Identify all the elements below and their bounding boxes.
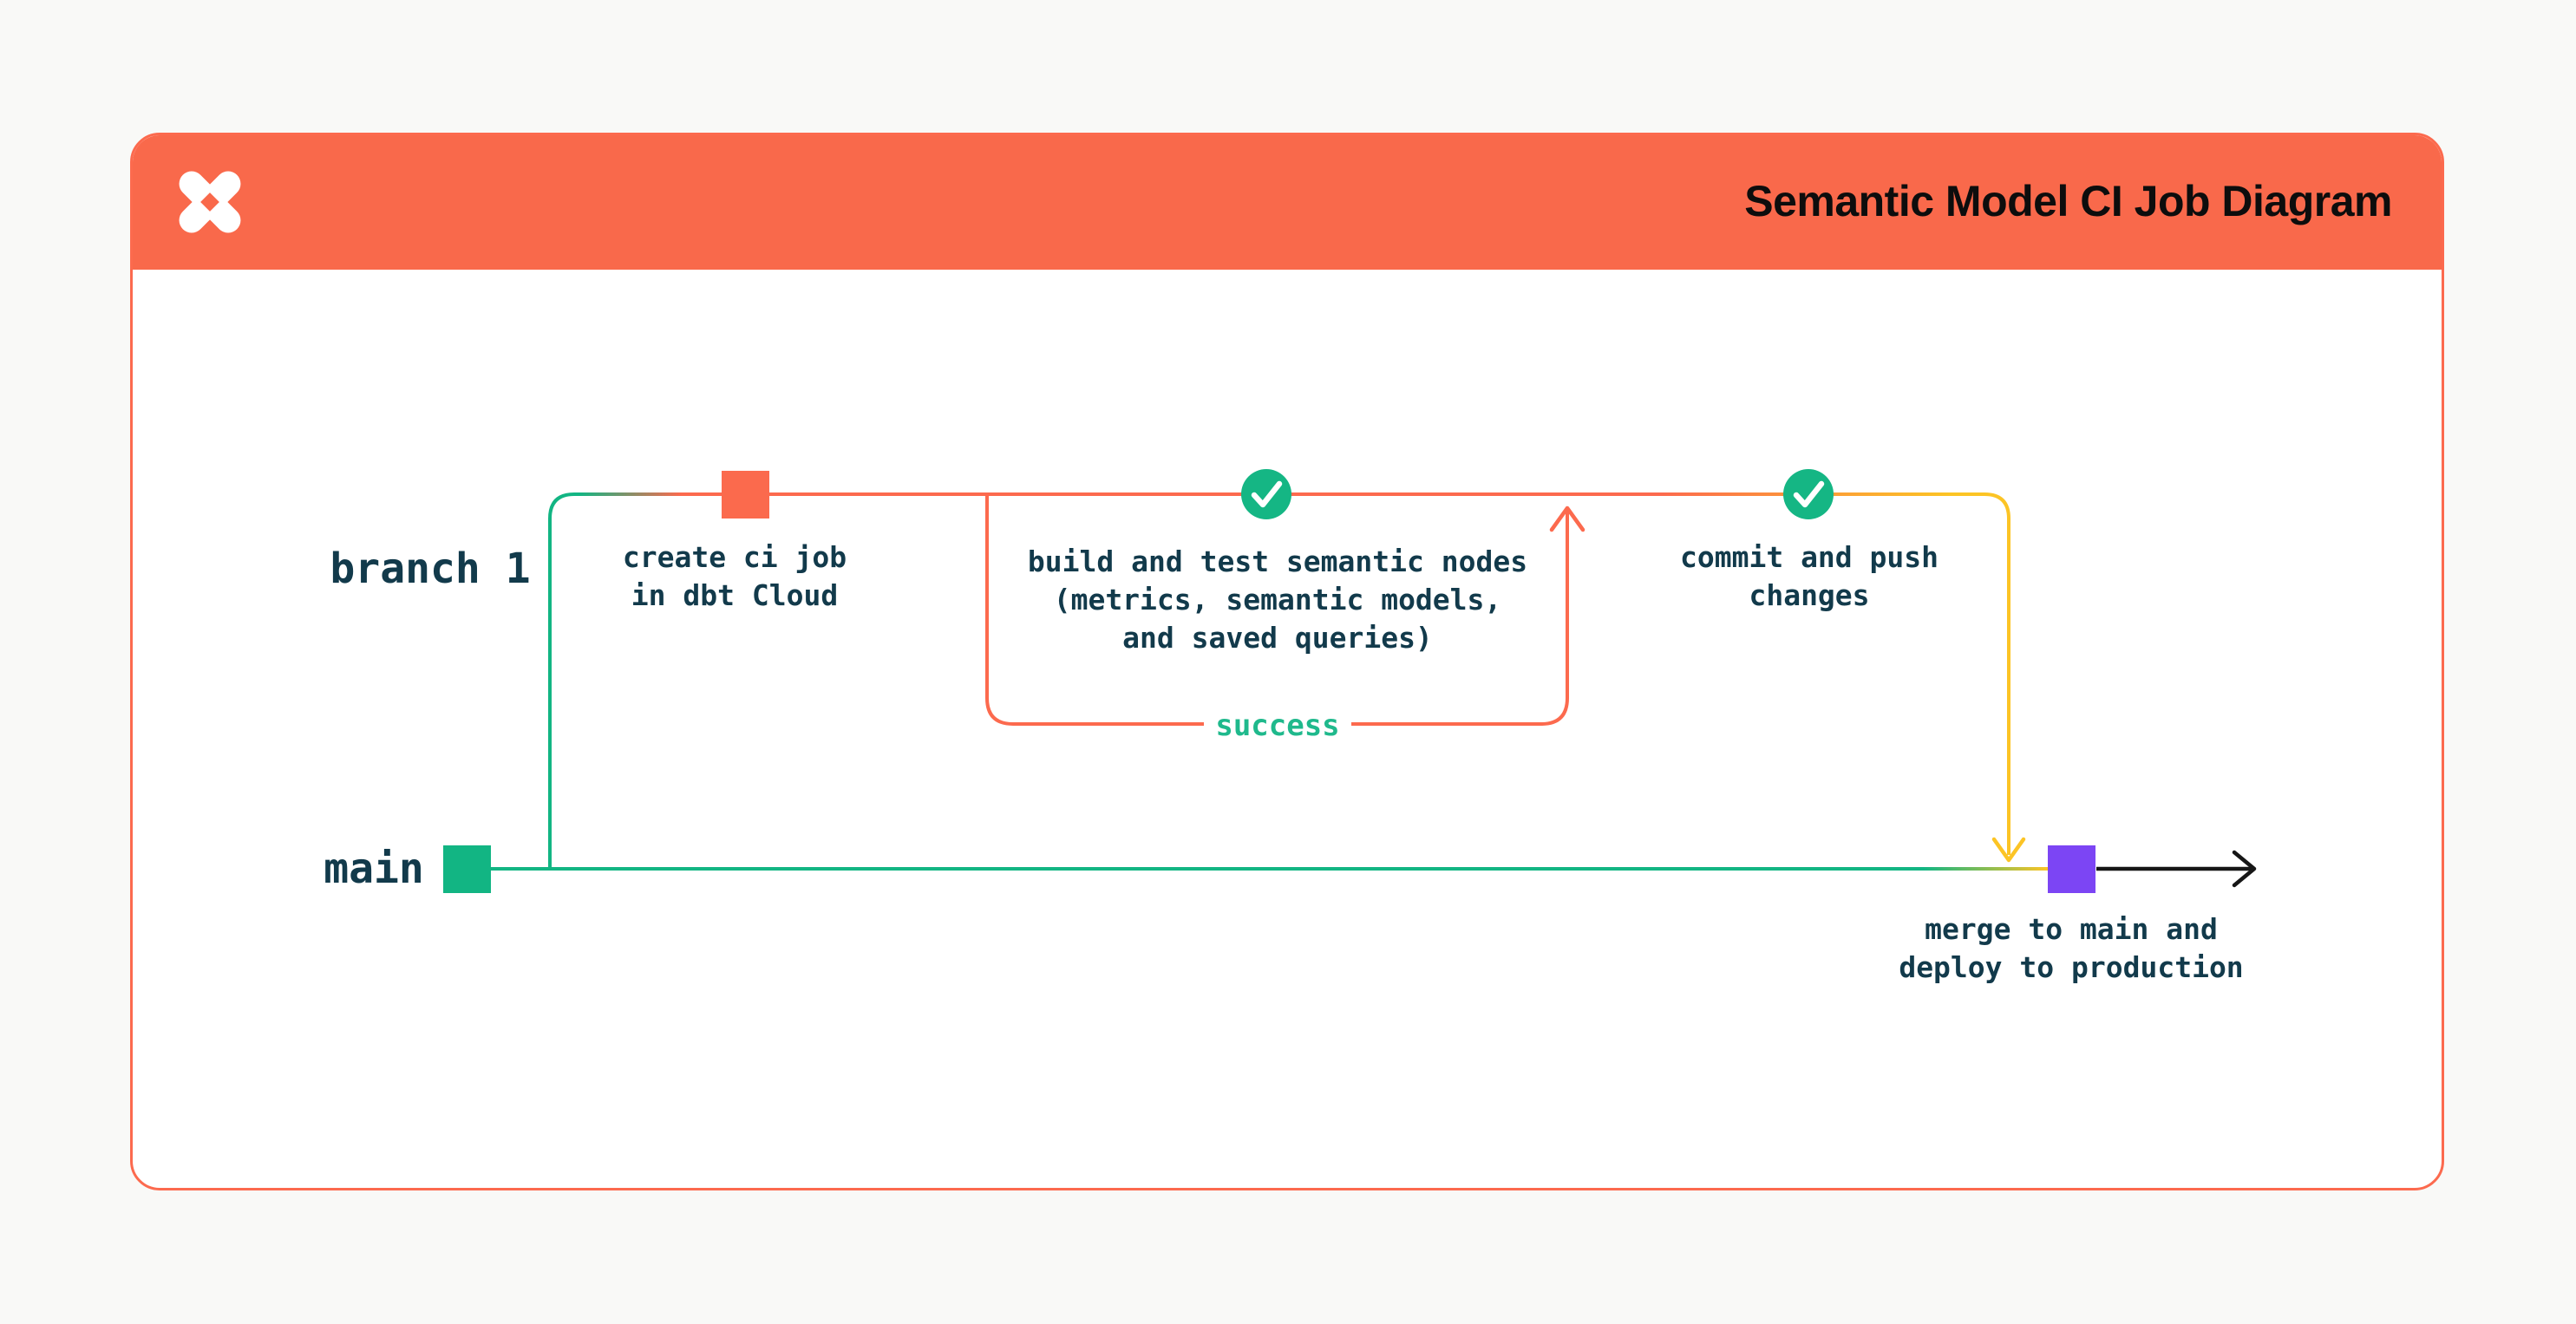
main-commit-node (443, 845, 491, 893)
right-arrowhead-icon (2232, 850, 2257, 888)
commit-push-label: commit and push changes (1679, 540, 1939, 612)
page-title: Semantic Model CI Job Diagram (1744, 177, 2392, 225)
main-label: main (324, 845, 424, 893)
diagram-card: Semantic Model CI Job Diagram (130, 133, 2444, 1190)
success-loop-right (1351, 510, 1569, 726)
success-loop-up-arrowhead-icon (1549, 505, 1585, 532)
merge-commit-node (2048, 845, 2095, 893)
success-loop-left (985, 494, 1204, 726)
create-ci-commit-node (722, 471, 769, 519)
success-check-icon (1783, 469, 1834, 519)
dbt-logo-icon (179, 171, 241, 233)
merge-label: merge to main and deploy to production (1899, 912, 2244, 984)
success-label: success (1215, 708, 1340, 743)
success-check-icon (1241, 469, 1291, 519)
branch1-label: branch 1 (330, 545, 531, 593)
build-test-label: build and test semantic nodes (metrics, … (1027, 545, 1528, 655)
logo-center-diamond (200, 192, 219, 212)
create-ci-label: create ci job in dbt Cloud (622, 540, 847, 612)
card-header: Semantic Model CI Job Diagram (133, 135, 2442, 270)
merge-down-arrowhead-icon (1991, 837, 2026, 863)
